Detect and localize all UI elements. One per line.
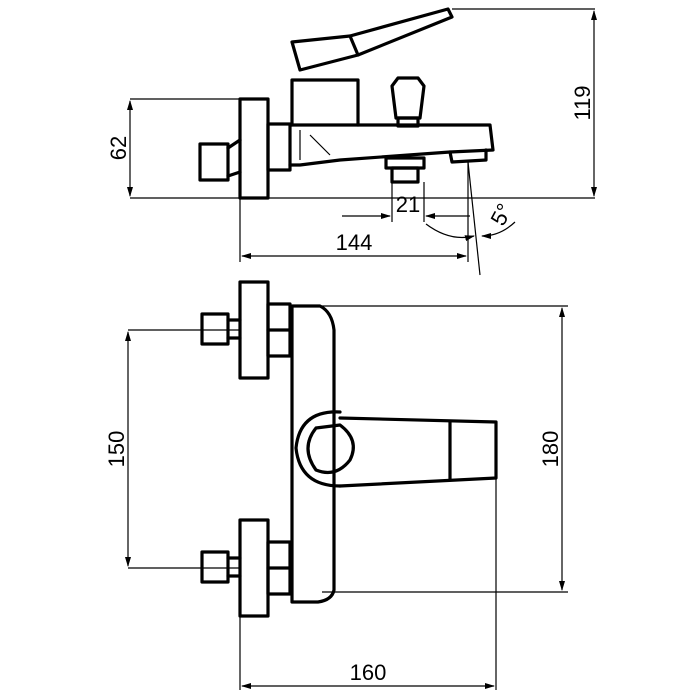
front-bottom-connector-neck: [226, 556, 242, 578]
side-view: 62 119 21 144 5°: [106, 7, 597, 276]
front-lever-cap: [306, 423, 355, 474]
side-hose-outlet-thread: [390, 166, 420, 184]
dim-62-label: 62: [106, 136, 131, 160]
dim-angle-label: 5°: [485, 199, 517, 229]
dim-angle-arc-right: [481, 221, 516, 239]
side-inlet-neck: [226, 138, 242, 178]
front-mixer-body: [290, 304, 336, 604]
front-bottom-connector: [200, 550, 230, 584]
dim-21-label: 21: [396, 192, 420, 217]
dim-180-label: 180: [538, 431, 563, 468]
front-spout: [338, 416, 498, 488]
side-aerator: [448, 148, 488, 164]
dim-angle-arc-left: [425, 223, 475, 242]
side-diverter-knob: [390, 76, 426, 120]
dim-119-label: 119: [570, 85, 595, 120]
side-lever-base: [290, 34, 360, 72]
front-bottom-flange: [238, 518, 270, 618]
front-view: 150 180 160: [104, 280, 568, 690]
side-inlet-connector: [198, 142, 230, 182]
side-mixer-body: [290, 78, 360, 127]
front-top-connector-neck: [226, 318, 242, 340]
side-diverter-stem: [396, 116, 420, 128]
dim-144-label: 144: [336, 230, 373, 255]
side-spout-detail: [299, 130, 331, 160]
side-nut: [266, 122, 292, 172]
front-top-flange: [238, 280, 270, 380]
front-lever-round: [294, 410, 342, 488]
side-wall-flange: [238, 97, 270, 200]
ext-spout-axis: [467, 161, 481, 276]
dim-150-label: 150: [104, 431, 129, 468]
dim-160-label: 160: [350, 660, 387, 685]
side-lever-handle: [348, 7, 454, 57]
front-top-connector: [200, 312, 230, 346]
